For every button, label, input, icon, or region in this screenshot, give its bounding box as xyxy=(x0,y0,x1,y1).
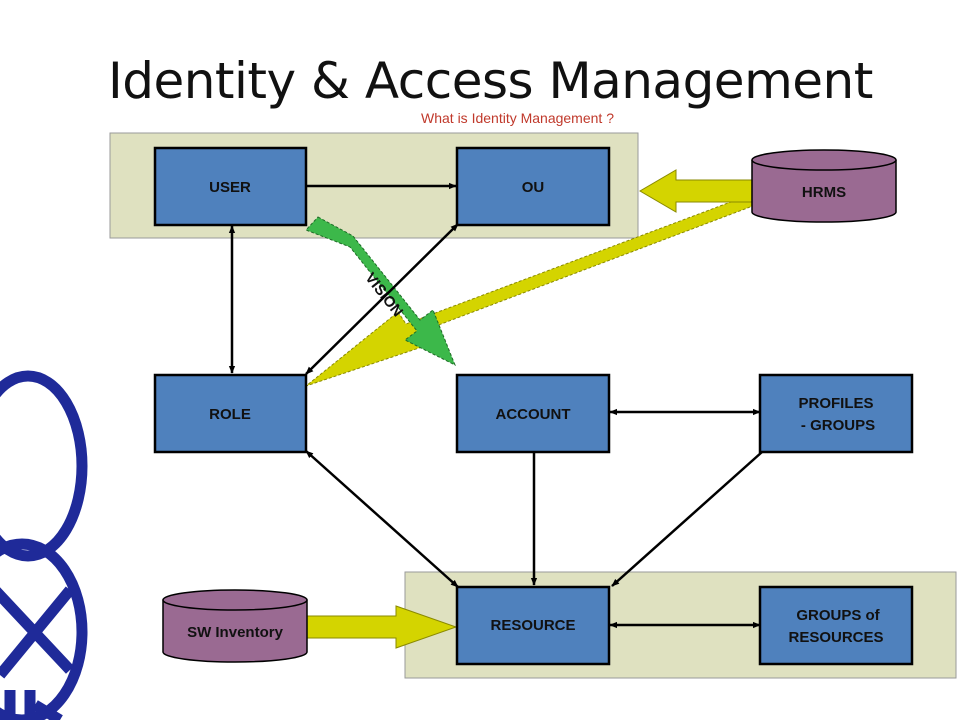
hrms-to-ou-feed-arrow xyxy=(639,169,753,213)
hrms-database[interactable]: HRMS xyxy=(751,149,897,223)
subtitle-link[interactable]: What is Identity Management ? xyxy=(421,110,614,126)
ou-box[interactable] xyxy=(455,146,611,227)
page-title: Identity & Access Management xyxy=(108,52,873,110)
sw-inventory-database[interactable]: SW Inventory xyxy=(162,589,308,663)
sw-inventory-feed-arrow xyxy=(305,605,458,649)
user-label: USER xyxy=(209,179,251,196)
role-ou-connector xyxy=(305,223,459,375)
groups-of-resources-box[interactable] xyxy=(758,585,914,666)
hrms-cylinder-top xyxy=(751,149,897,171)
profiles-label-line2: - GROUPS xyxy=(801,417,875,434)
logo-base xyxy=(4,690,63,720)
groups-label-line2: RESOURCES xyxy=(788,629,883,646)
sw-inventory-cylinder-top xyxy=(162,589,308,611)
logo-mark xyxy=(0,370,88,720)
groups-label-line1: GROUPS of xyxy=(796,607,880,624)
logo-lower-loop xyxy=(0,538,88,720)
account-box[interactable] xyxy=(455,373,611,454)
user-box[interactable] xyxy=(153,146,308,227)
sw-inventory-label: SW Inventory xyxy=(187,624,284,641)
resource-box[interactable] xyxy=(455,585,611,666)
role-box[interactable] xyxy=(153,373,308,454)
role-label: ROLE xyxy=(209,406,251,423)
profiles-to-resource-connector xyxy=(611,451,763,587)
hrms-cylinder-body xyxy=(751,160,897,223)
profiles-label-line1: PROFILES xyxy=(798,395,873,412)
logo-cross xyxy=(0,586,75,679)
account-label: ACCOUNT xyxy=(496,406,571,423)
profiles-box[interactable] xyxy=(758,373,914,454)
hrms-label: HRMS xyxy=(802,184,846,201)
logo-upper-loop xyxy=(0,370,88,562)
resource-label: RESOURCE xyxy=(490,617,575,634)
ou-label: OU xyxy=(522,179,545,196)
role-resource-connector xyxy=(305,450,459,588)
sw-inventory-cylinder-body xyxy=(162,600,308,663)
